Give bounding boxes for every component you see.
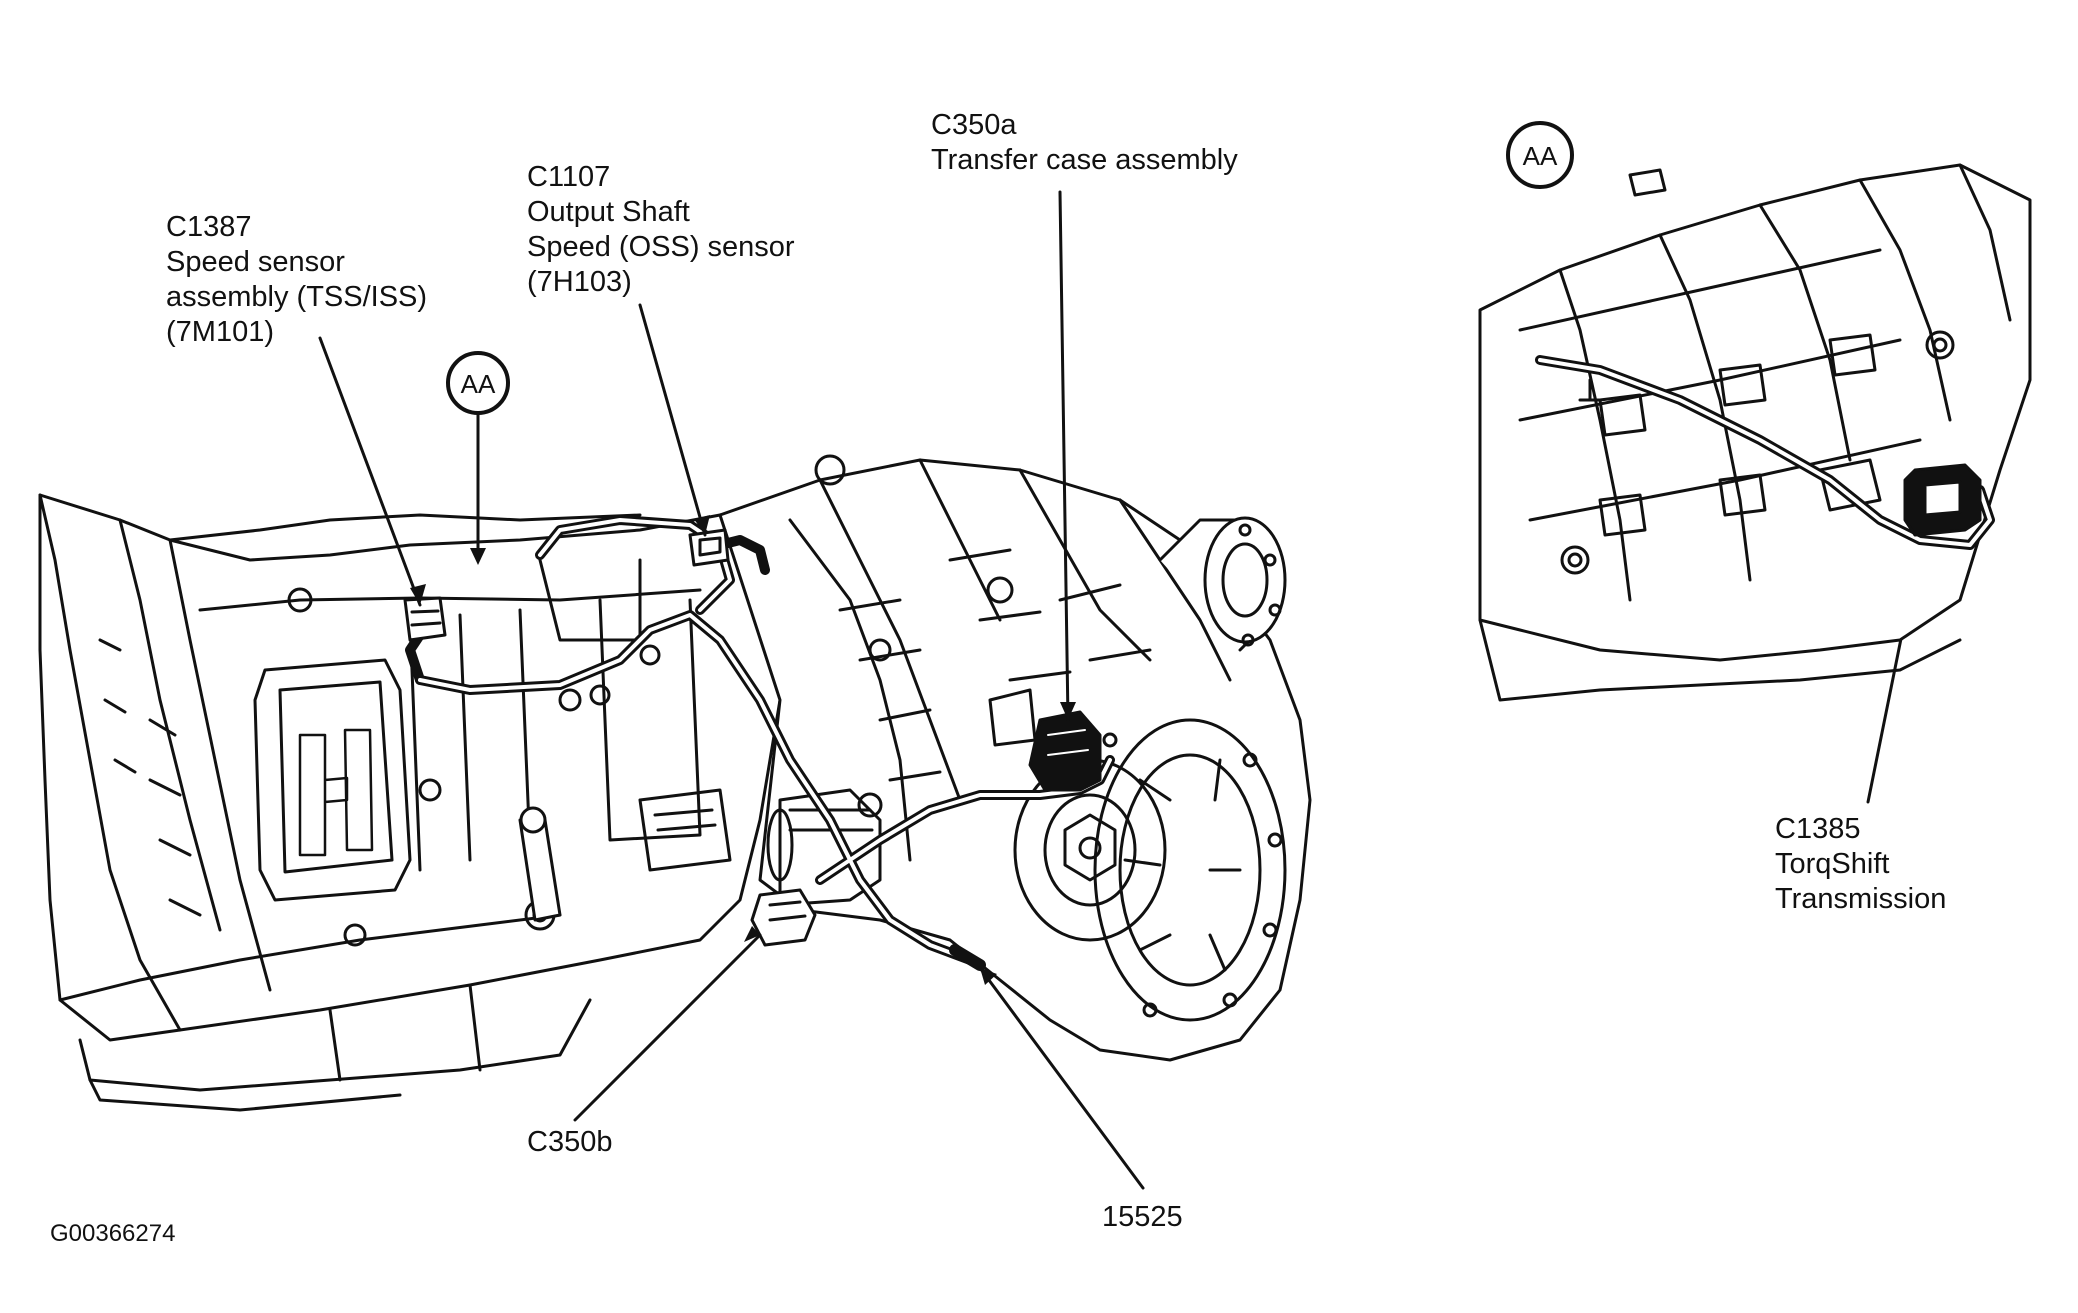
callout-c1387-line4: (7M101) — [166, 316, 274, 348]
detail-view-transmission — [1478, 163, 2032, 702]
callout-c1385-line2: TorqShift — [1775, 848, 1890, 880]
callout-c350b: C350b — [527, 1125, 612, 1160]
detail-marker-aa-main-text: AA — [461, 369, 496, 399]
figure-id: G00366274 — [50, 1220, 176, 1247]
callout-c1387-line3: assembly (TSS/ISS) — [166, 281, 428, 313]
connector-c1107 — [688, 528, 730, 567]
callout-15525: 15525 — [1102, 1200, 1183, 1235]
callout-c1385: C1385 TorqShift Transmission — [1775, 812, 1946, 917]
callout-c1107-line2: Output Shaft — [527, 196, 690, 228]
callout-c350a: C350a Transfer case assembly — [931, 108, 1238, 178]
connector-c1385 — [1903, 463, 1982, 537]
callout-c1107-line3: Speed (OSS) sensor — [527, 231, 795, 263]
callout-c1107-line1: C1107 — [527, 161, 611, 193]
callout-c1385-line1: C1385 — [1775, 813, 1861, 845]
transmission-housing — [38, 493, 792, 1112]
connector-c1387 — [403, 596, 447, 642]
callout-c350a-line2: Transfer case assembly — [931, 144, 1238, 176]
detail-marker-aa-main — [446, 351, 510, 415]
detail-marker-aa-detail — [1506, 121, 1574, 189]
callout-c1387: C1387 Speed sensor assembly (TSS/ISS) (7… — [166, 210, 427, 350]
connector-c350b — [750, 888, 817, 947]
callout-c1387-line1: C1387 — [166, 211, 252, 243]
callout-c1385-line3: Transmission — [1775, 883, 1947, 915]
detail-marker-aa-detail-text: AA — [1523, 141, 1558, 171]
callout-c350a-line1: C350a — [931, 109, 1017, 141]
callout-c350b-line1: C350b — [527, 1126, 613, 1158]
callout-c1107: C1107 Output Shaft Speed (OSS) sensor (7… — [527, 160, 795, 300]
transfer-case-housing — [718, 454, 1312, 1062]
harness-end-15525 — [949, 944, 986, 971]
callout-15525-line1: 15525 — [1102, 1201, 1183, 1233]
callout-c1107-line4: (7H103) — [527, 266, 632, 298]
callout-c1387-line2: Speed sensor — [166, 246, 345, 278]
connector-c350a — [1028, 710, 1102, 792]
